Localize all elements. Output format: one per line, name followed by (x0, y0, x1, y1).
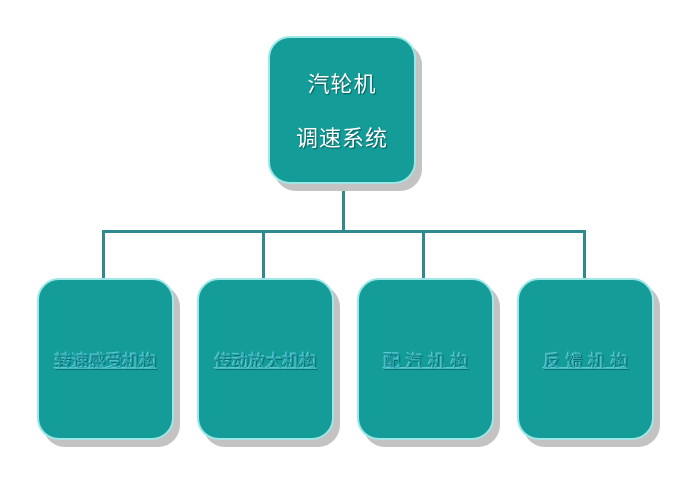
child-label: 反 馈 机 构 (543, 351, 628, 372)
child-node-speed-sensing: 转速感受机构 (37, 278, 174, 440)
child-node-steam-distribution: 配 汽 机 构 (357, 278, 494, 440)
connector-child-1 (102, 230, 105, 278)
root-node: 汽轮机 调速系统 (268, 36, 416, 184)
connector-root-down (342, 184, 345, 232)
child-node-transmission-amplifier: 传动放大机构 (197, 278, 334, 440)
connector-child-4 (583, 230, 586, 278)
root-title-line2: 调速系统 (295, 127, 388, 152)
root-title-line1: 汽轮机 (307, 73, 377, 98)
child-label: 配 汽 机 构 (383, 351, 468, 372)
child-node-feedback: 反 馈 机 构 (517, 278, 654, 440)
child-label: 传动放大机构 (214, 351, 317, 372)
child-label: 转速感受机构 (54, 351, 157, 372)
connector-child-2 (262, 230, 265, 278)
connector-child-3 (422, 230, 425, 278)
connector-horizontal (102, 230, 586, 233)
